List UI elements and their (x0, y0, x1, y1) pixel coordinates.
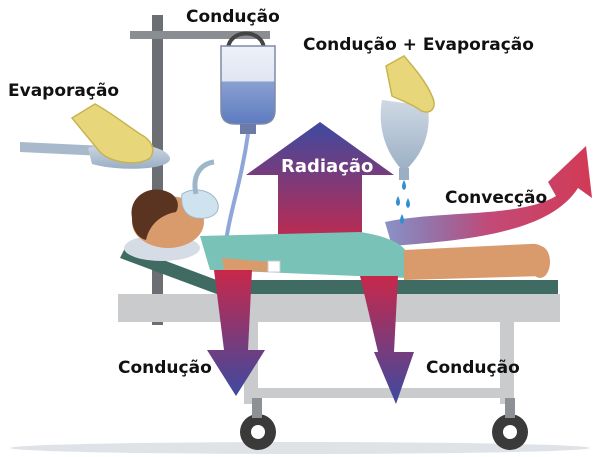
radiation-arrow (246, 122, 394, 248)
label-conduction-top: Condução (186, 7, 280, 27)
water-drop-icon (396, 180, 410, 224)
glove-icon (385, 55, 435, 113)
label-convection: Convecção (445, 188, 548, 208)
label-conduction-evaporation: Condução + Evaporação (303, 35, 534, 55)
patient-figure (131, 159, 550, 280)
label-radiation: Radiação (281, 156, 374, 177)
iv-pole (130, 15, 270, 325)
glove-icon (70, 103, 154, 164)
iv-bag-icon (220, 31, 276, 272)
label-conduction-bottom-right: Condução (426, 358, 520, 378)
sponge-icon (380, 100, 429, 180)
label-evaporation: Evaporação (8, 81, 120, 101)
conduction-arrow-right (360, 276, 414, 404)
conduction-arrow-left (207, 270, 265, 396)
hospital-bed (118, 246, 560, 450)
label-conduction-bottom-left: Condução (118, 358, 212, 378)
floor-shadow (10, 442, 590, 454)
convection-arrow (385, 146, 592, 246)
